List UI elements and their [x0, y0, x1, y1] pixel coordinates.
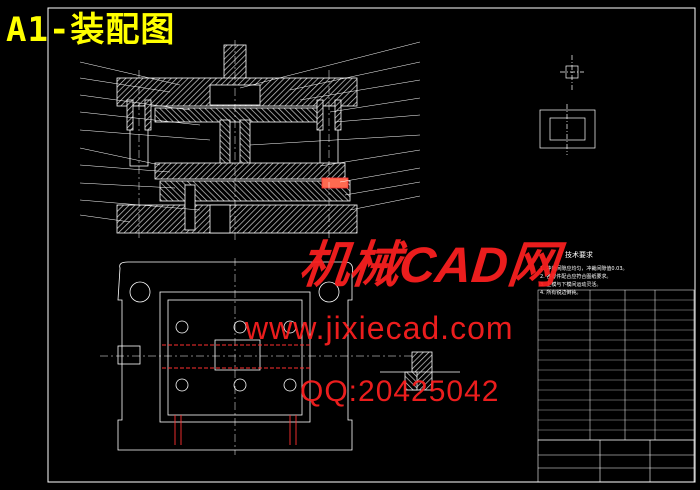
- strip-layout-red: [162, 344, 310, 445]
- tech-note-3: 3. 上模与下模间运动灵活。: [540, 281, 601, 288]
- plan-view: [100, 258, 420, 455]
- tech-notes-heading: 技术要求: [565, 250, 593, 259]
- detail-section: [380, 351, 460, 391]
- drawing-title: A1-装配图: [6, 10, 176, 50]
- watermark-url: www.jixiecad.com: [245, 310, 514, 346]
- watermark-qq: QQ:20425042: [300, 375, 500, 408]
- part-detail: [539, 55, 596, 155]
- tech-note-2: 2. 各零件配合应符合图纸要求。: [540, 273, 611, 280]
- parts-list-rows: [538, 299, 694, 431]
- parts-list-table: [537, 289, 695, 441]
- drawing-frame: [47, 7, 696, 483]
- front-section-view: [116, 40, 358, 240]
- watermark-title: 机械CAD网: [296, 237, 561, 293]
- tech-note-4: 4. 所有锐边倒钝。: [540, 289, 581, 296]
- leader-lines-right: [239, 41, 421, 211]
- tech-note-1: 1. 冲裁间隙应均匀，冲裁间隙值0.03。: [540, 265, 628, 272]
- leader-lines-left: [79, 61, 211, 223]
- title-block: [537, 439, 695, 483]
